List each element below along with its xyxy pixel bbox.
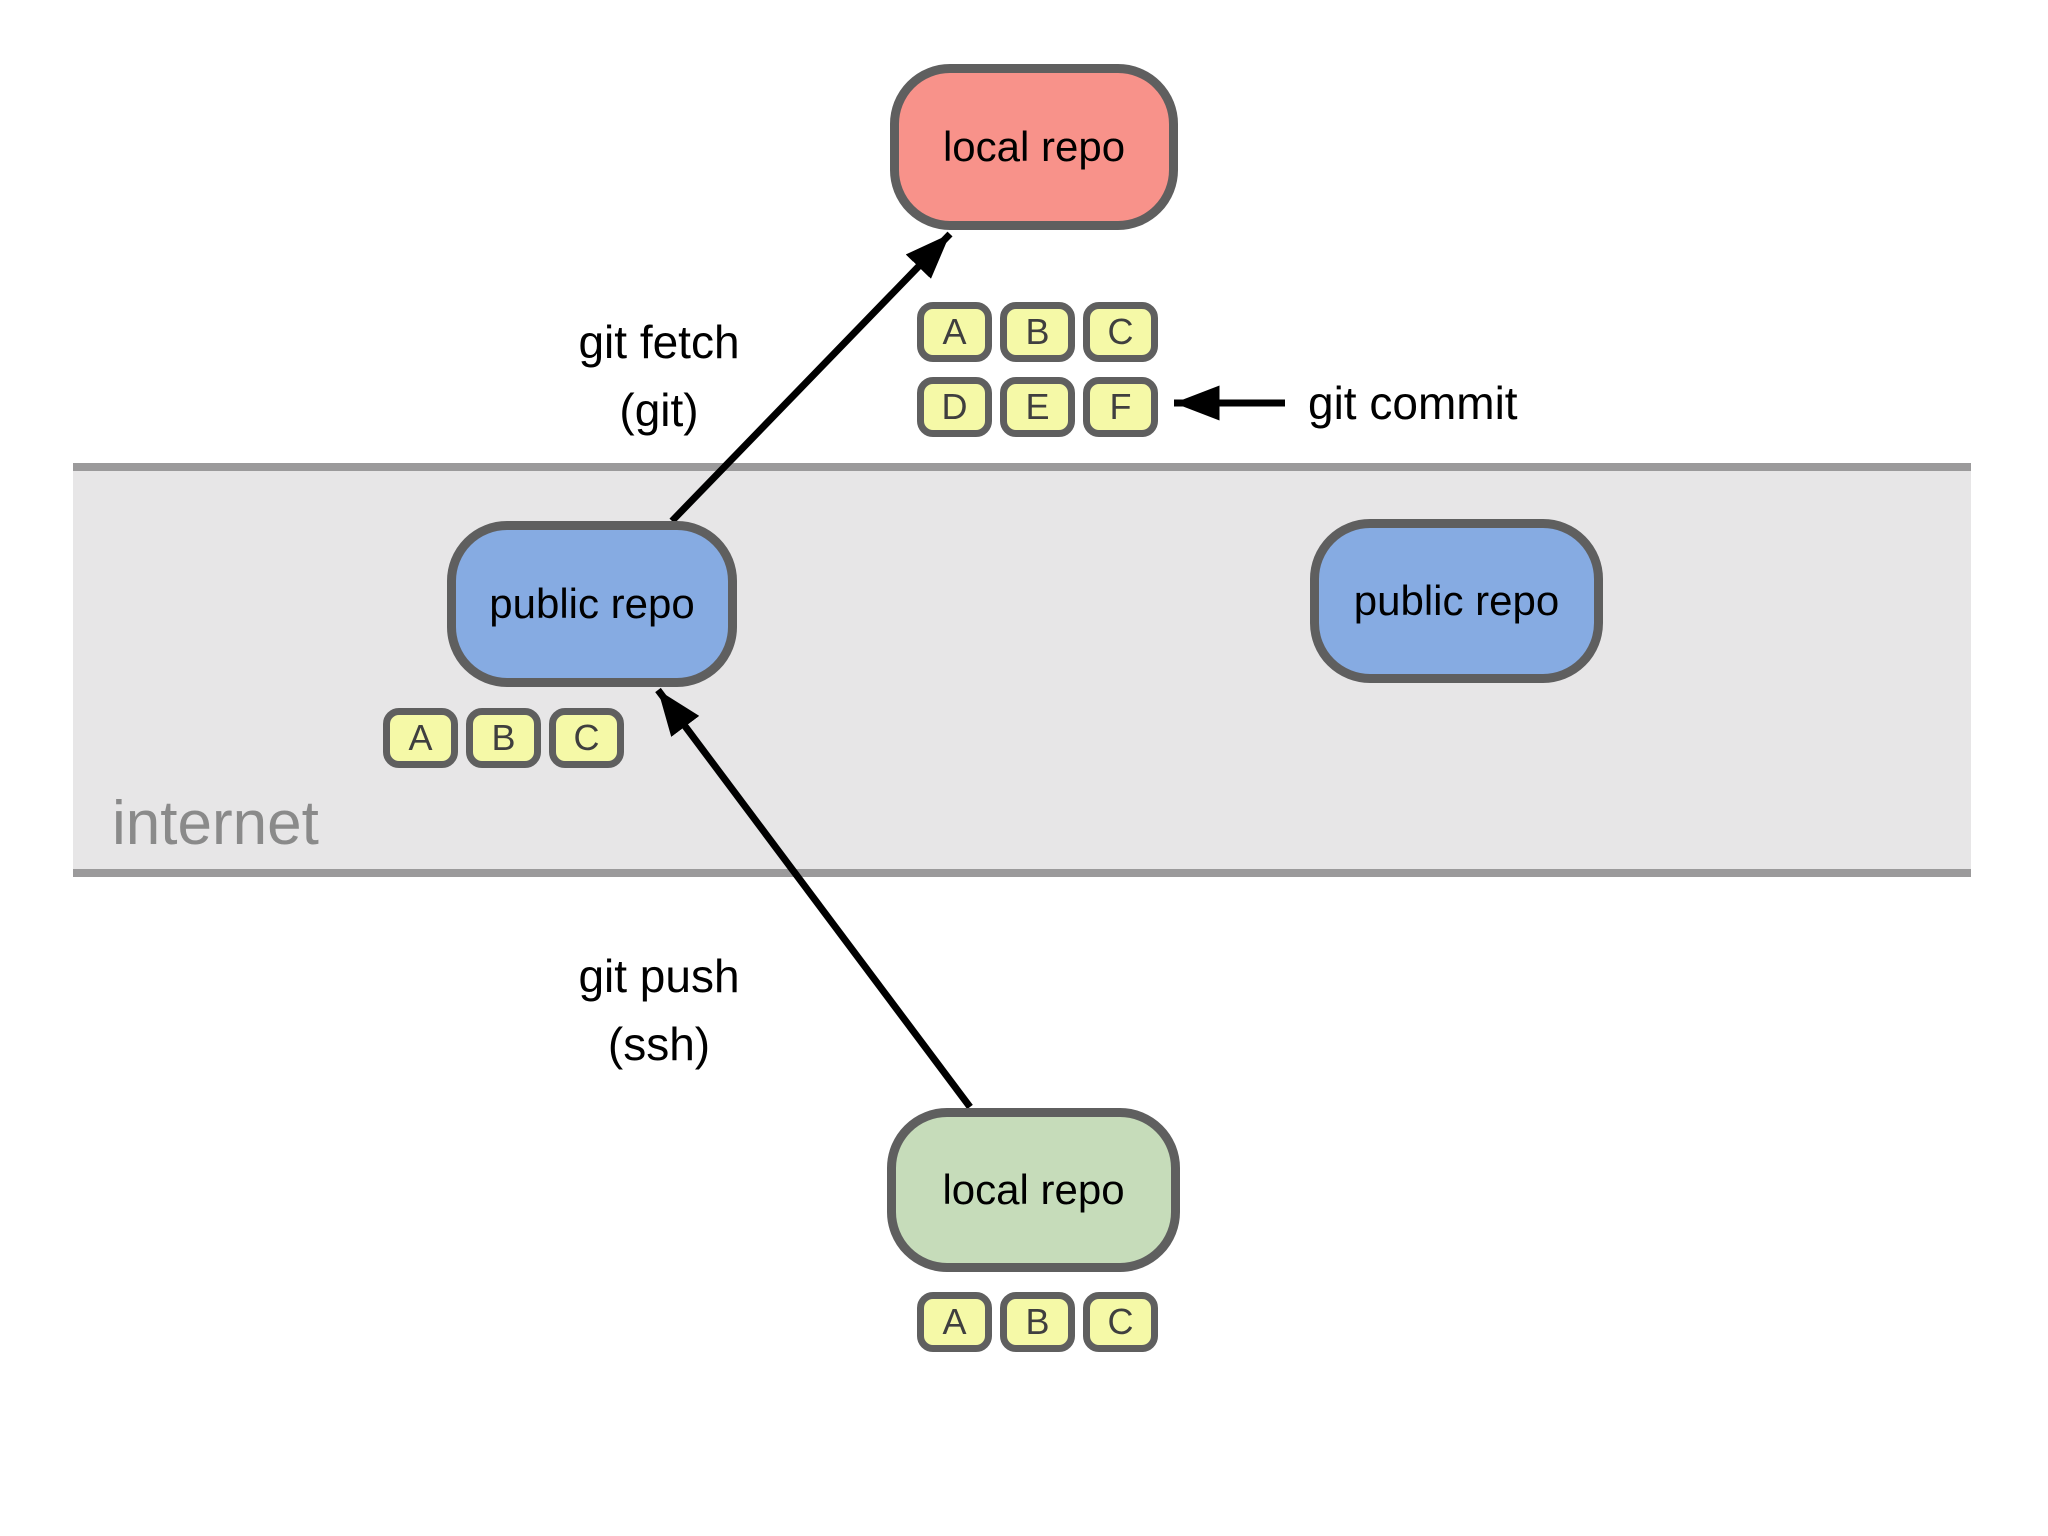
git-fetch-arrow: [669, 231, 953, 524]
git-commit-label: git commit: [1308, 377, 1518, 429]
node-public-repo-left: public repo: [447, 521, 737, 687]
commit-chip: B: [1000, 1292, 1075, 1352]
node-public-repo-left-label: public repo: [489, 580, 695, 627]
commit-chip: A: [917, 302, 992, 362]
node-local-repo-top-label: local repo: [942, 123, 1126, 170]
git-fetch-label: git fetch (git): [578, 308, 739, 444]
node-local-repo-bottom: local repo: [887, 1108, 1180, 1272]
node-local-repo-top: local repo: [890, 64, 1178, 230]
node-public-repo-right-label: public repo: [1353, 577, 1560, 624]
node-public-repo-right: public repo: [1310, 519, 1603, 683]
commit-chip: B: [466, 708, 541, 768]
internet-band: [73, 463, 1971, 877]
git-push-label-line2: (ssh): [607, 1018, 711, 1070]
git-fetch-label-line2: (git): [619, 384, 699, 436]
node-local-repo-bottom-label: local repo: [942, 1166, 1125, 1213]
git-push-label: git push (ssh): [578, 942, 739, 1078]
commit-chip: A: [383, 708, 458, 768]
git-push-label-line1: git push: [578, 950, 740, 1002]
commit-chip: C: [1083, 302, 1158, 362]
internet-label: internet: [112, 789, 319, 858]
commit-chip: C: [549, 708, 624, 768]
git-push-arrow: [655, 687, 973, 1110]
commit-chip: F: [1083, 377, 1158, 437]
commit-chip: D: [917, 377, 992, 437]
commit-chip: A: [917, 1292, 992, 1352]
commit-chip: C: [1083, 1292, 1158, 1352]
commit-group-local-top: A B C D E F: [917, 302, 1158, 437]
commit-chip: B: [1000, 302, 1075, 362]
commit-chip: E: [1000, 377, 1075, 437]
commit-group-public-left: A B C: [383, 708, 624, 768]
commit-group-local-bottom: A B C: [917, 1292, 1158, 1352]
git-fetch-label-line1: git fetch: [578, 316, 740, 368]
